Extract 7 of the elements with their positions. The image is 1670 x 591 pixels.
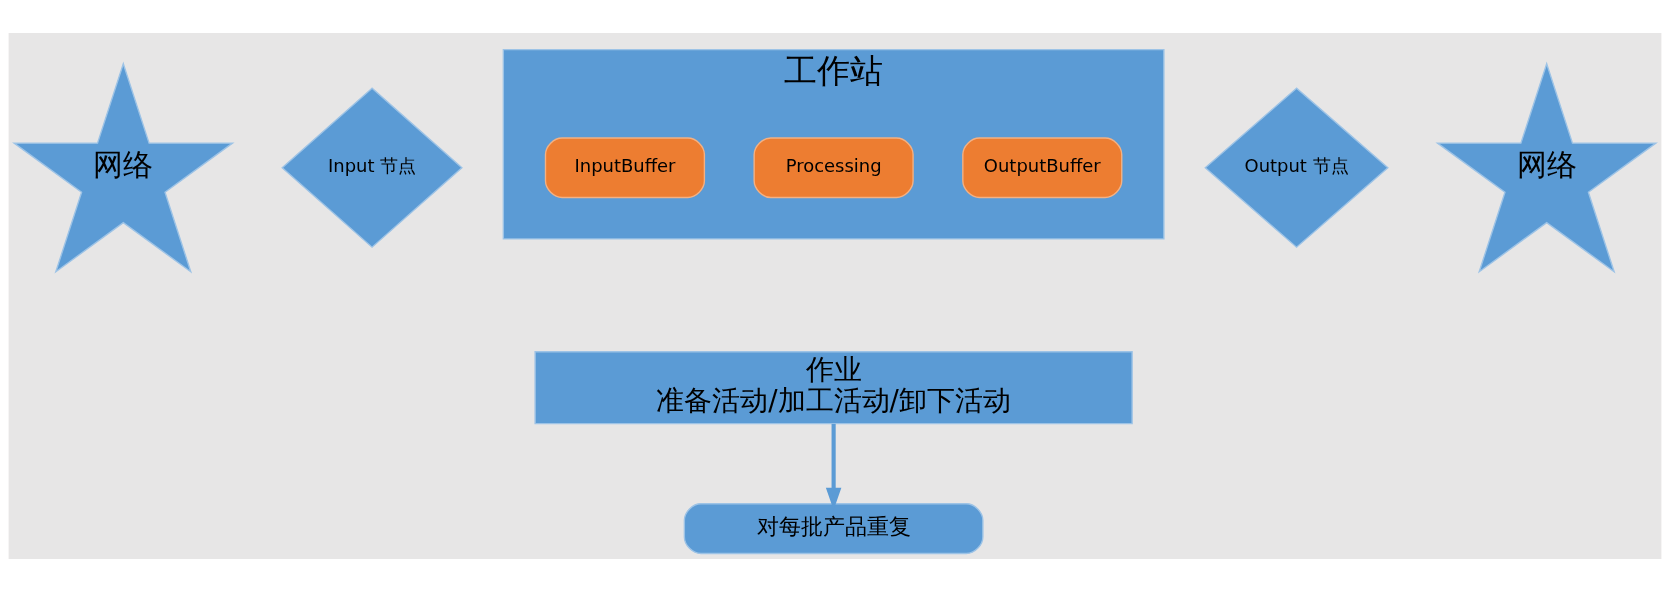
node-diamond: Output 节点 (1204, 86, 1389, 248)
node-box: 作业 准备活动/加工活动/卸下活动 (534, 350, 1133, 424)
node-box: OutputBuffer (962, 136, 1123, 198)
node-diamond: Input 节点 (281, 86, 463, 248)
node-box: 对每批产品重复 (683, 502, 984, 554)
node-box: Processing (753, 136, 914, 198)
node-box: InputBuffer (544, 136, 706, 198)
